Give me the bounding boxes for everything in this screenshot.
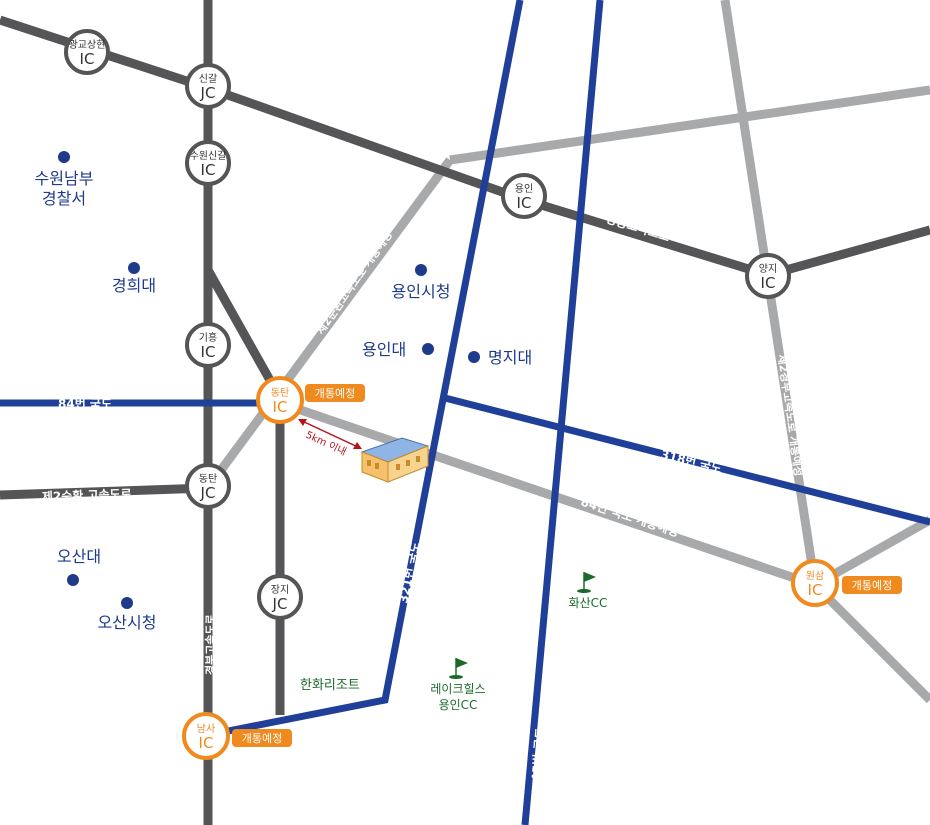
ic-suwon-singal-small: 수원신갈 — [190, 149, 227, 162]
planned-interchanges: 동탄 IC 남사 IC 원삼 IC — [182, 376, 839, 760]
route84-planned — [278, 398, 817, 590]
ic-singal[interactable]: 신갈 JC — [185, 63, 231, 109]
ic-dongtan-big: IC — [273, 398, 288, 416]
route84-planned-label: 84번 국도 개통예정 — [579, 494, 681, 540]
ic-dongtan[interactable]: 동탄 IC — [256, 376, 304, 424]
ic-namsa-small: 남사 — [197, 723, 215, 735]
badge-wonsam: 개통예정 — [842, 576, 902, 594]
light-road-ne — [449, 85, 930, 165]
suwon-south-police-line1: 수원남부 — [35, 169, 94, 188]
route45-label: 45번 국도 — [528, 727, 548, 782]
police-dot-icon — [58, 151, 70, 163]
hanwha-resort-label: 한화리조트 — [300, 678, 360, 693]
ic-gwanggyo-big: IC — [80, 50, 95, 68]
interchanges: 광교상현 IC 신갈 JC 수원신갈 IC 용인 IC 양지 IC 기흥 IC — [64, 29, 791, 620]
jc-dongtan[interactable]: 동탄 JC — [185, 463, 231, 509]
second-ring-expressway-west — [0, 483, 209, 500]
lakehills-flag-icon — [456, 658, 468, 668]
ic-gwanggyo[interactable]: 광교상현 IC — [64, 29, 110, 75]
ic-wonsam-big: IC — [808, 581, 823, 599]
ic-namsa-big: IC — [199, 734, 214, 752]
ic-dongtan-small: 동탄 — [271, 387, 289, 399]
myongji-label: 명지대 — [488, 348, 532, 367]
golf-lakehills[interactable]: 레이크힐스 용인CC — [430, 658, 486, 712]
yeongdong-expressway — [0, 15, 930, 280]
ic-yongin-big: IC — [517, 194, 532, 212]
ic-yangji-small: 양지 — [759, 263, 777, 275]
golf-courses: 화산CC 레이크힐스 용인CC — [430, 572, 607, 712]
second-ring-expressway-north — [206, 157, 454, 488]
wonsam-road-se — [811, 581, 930, 704]
yongin-univ-dot-icon — [422, 343, 434, 355]
yongin-city-hall-dot-icon — [415, 264, 427, 276]
golf-hwasan[interactable]: 화산CC — [569, 572, 608, 610]
ic-giheung[interactable]: 기흥 IC — [185, 322, 231, 368]
ic-singal-small: 신갈 — [199, 72, 217, 85]
badge-dongtan: 개통예정 — [305, 384, 365, 402]
second-gyeongbu-label: 제2경부고속도로 개통예정 — [775, 353, 806, 477]
jc-jangji[interactable]: 장지 JC — [257, 574, 303, 620]
lakehills-green-icon — [449, 675, 463, 679]
route318-label: 318번 국도 — [659, 446, 723, 476]
connector-road — [204, 267, 284, 401]
osan-univ-label: 오산대 — [57, 547, 101, 566]
badge-dongtan-text: 개통예정 — [315, 387, 355, 400]
badge-wonsam-text: 개통예정 — [852, 579, 892, 592]
arrow-head-end-icon — [353, 442, 362, 449]
badge-namsa-text: 개통예정 — [242, 732, 282, 745]
yongin-univ-label: 용인대 — [362, 340, 406, 359]
ic-yongin[interactable]: 용인 IC — [501, 173, 547, 219]
second-ring-north-label: 제2순환고속도로 개통예정 — [313, 228, 395, 337]
ic-wonsam[interactable]: 원삼 IC — [791, 559, 839, 607]
opening-badges: 개통예정 개통예정 개통예정 — [232, 384, 902, 747]
ic-giheung-small: 기흥 — [199, 331, 217, 344]
jc-dongtan-small: 동탄 — [199, 473, 217, 485]
ic-singal-big: JC — [200, 84, 216, 102]
ic-suwon-singal-big: IC — [201, 161, 216, 179]
route84-label: 84번 국도 — [58, 396, 112, 411]
jc-jangji-small: 장지 — [271, 584, 289, 596]
osan-univ-dot-icon — [67, 574, 79, 586]
ic-giheung-big: IC — [201, 343, 216, 361]
second-ring-west-label: 제2순환 고속도로 — [42, 486, 132, 504]
hwasan-label: 화산CC — [569, 596, 608, 610]
jc-dongtan-big: JC — [200, 484, 216, 502]
distance-label: 5km 이내 — [304, 429, 348, 458]
ic-wonsam-small: 원삼 — [806, 570, 824, 582]
gyeongbu-label: 경부고속도로 — [203, 614, 217, 675]
kyunghee-dot-icon — [128, 262, 140, 274]
ic-yangji-big: IC — [761, 274, 776, 292]
ic-suwon-singal[interactable]: 수원신갈 IC — [185, 140, 231, 186]
lakehills-label-line1: 레이크힐스 — [430, 682, 485, 696]
route321-label: 321번 국도 — [395, 541, 423, 605]
lakehills-label-line2: 용인CC — [439, 698, 478, 712]
ic-yongin-small: 용인 — [515, 183, 533, 195]
route321-road — [207, 0, 524, 739]
distance-arrow — [299, 419, 361, 449]
badge-namsa: 개통예정 — [232, 729, 292, 747]
places: 수원남부 경찰서 경희대 용인시청 용인대 명지대 오산대 오산시청 한화리조트 — [35, 151, 532, 693]
building-icon[interactable] — [360, 437, 430, 483]
suwon-south-police-line2: 경찰서 — [42, 189, 86, 208]
yongin-city-hall-label: 용인시청 — [392, 282, 451, 301]
kyunghee-label: 경희대 — [112, 276, 156, 295]
hwasan-green-icon — [577, 589, 591, 593]
hwasan-flag-icon — [584, 572, 596, 582]
ic-yangji[interactable]: 양지 IC — [745, 253, 791, 299]
arrow-head-start-icon — [298, 419, 307, 426]
osan-city-hall-label: 오산시청 — [98, 613, 157, 632]
osan-city-hall-dot-icon — [121, 597, 133, 609]
myongji-dot-icon — [468, 351, 480, 363]
jc-jangji-big: JC — [272, 595, 288, 613]
ic-namsa[interactable]: 남사 IC — [182, 712, 230, 760]
route45-road — [521, 0, 604, 825]
ic-gwanggyo-small: 광교상현 — [69, 39, 106, 51]
route318-road — [444, 394, 930, 526]
